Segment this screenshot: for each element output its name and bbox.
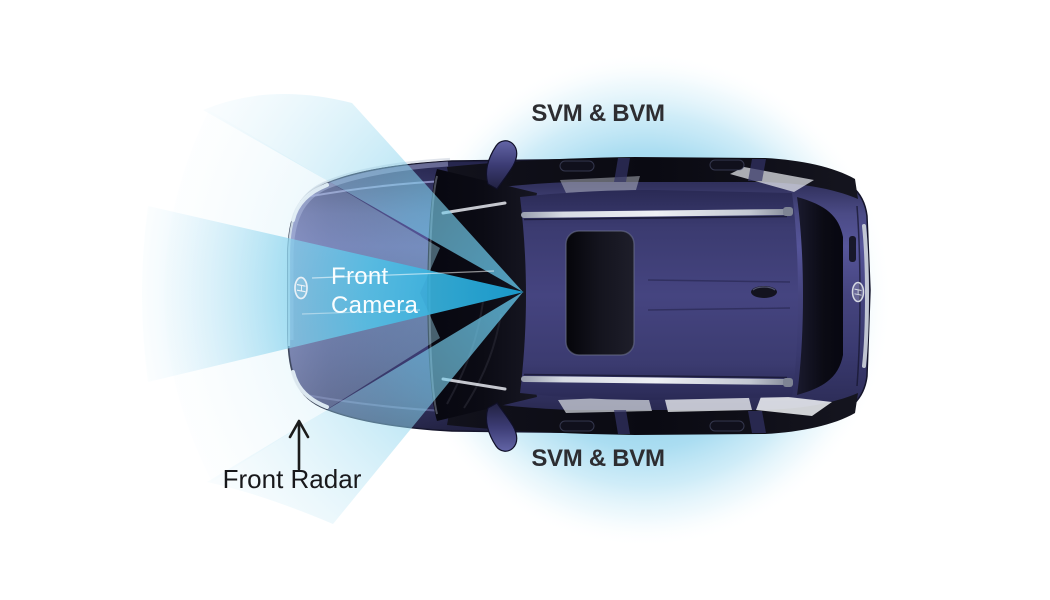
svg-text:H: H [852, 288, 863, 296]
rear-glass [797, 197, 843, 395]
front-radar-label: Front Radar [222, 464, 362, 494]
roof-rail-top-shadow [523, 215, 788, 221]
door-handle [559, 160, 595, 172]
roof-rail-cap [783, 207, 793, 216]
glass-reflection [756, 394, 832, 416]
hood-seam-line [311, 270, 495, 279]
c-pillar [748, 411, 766, 433]
svg-text:H: H [294, 284, 308, 293]
side-mirror-bottom [485, 402, 518, 452]
roof-rail-top [521, 209, 790, 218]
tailgate-chrome [862, 224, 869, 368]
svm-bvm-top-label: SVM & BVM [531, 100, 665, 127]
tailgate-seam [856, 205, 861, 387]
roof-crease [647, 279, 791, 283]
b-pillar [614, 158, 630, 182]
a-pillar-trim [441, 201, 507, 215]
front-camera-cone [142, 206, 524, 382]
front-camera-label: Front Camera [331, 262, 418, 320]
tailgate-slot [849, 236, 856, 262]
shark-fin-highlight [752, 286, 776, 291]
shark-fin-antenna [751, 286, 777, 298]
wiper [463, 313, 502, 409]
roof-rail-cap [783, 378, 793, 387]
c-pillar [748, 159, 766, 181]
front-camera-label-line1: Front [331, 263, 389, 290]
front-radar-arrow-icon [288, 419, 310, 471]
side-mirror-top [485, 140, 518, 190]
door-handle [709, 159, 745, 171]
svm-bvm-bottom-label: SVM & BVM [531, 445, 665, 472]
front-radar-wedge-upper [203, 94, 523, 292]
roof-rail-bottom-shadow [523, 373, 788, 379]
a-pillar-trim [441, 377, 507, 391]
b-pillar [614, 410, 630, 434]
hyundai-logo-front-icon: H [294, 276, 308, 300]
front-camera-label-line2: Camera [331, 292, 419, 319]
roof-rail-bottom [521, 376, 790, 385]
hyundai-logo-rear-icon: H [852, 281, 865, 303]
glass-reflection [558, 396, 652, 413]
hood-seam-line [301, 309, 421, 315]
sunroof [565, 230, 635, 356]
front-radar-wedge-lower [207, 292, 523, 524]
door-handle [559, 420, 595, 432]
roof-crease [647, 307, 791, 311]
door-handle [709, 420, 745, 432]
